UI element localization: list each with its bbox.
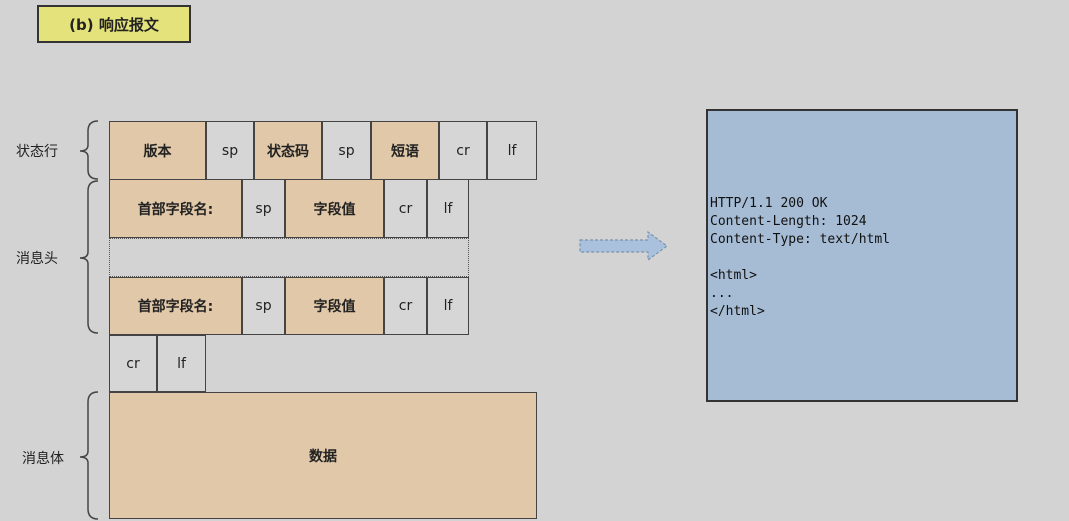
phrase-cell: 短语 — [371, 121, 439, 180]
headers-bracket — [79, 180, 99, 334]
header-name-cell: 首部字段名: — [109, 179, 242, 238]
lf-cell: lf — [427, 277, 469, 335]
example-line: Content-Type: text/html — [710, 232, 891, 247]
headers-label: 消息头 — [16, 251, 58, 267]
response-example-box: HTTP/1.1 200 OK Content-Length: 1024 Con… — [706, 109, 1018, 402]
right-arrow-icon — [579, 230, 669, 262]
sp-cell: sp — [242, 277, 285, 335]
body-bracket — [79, 391, 99, 520]
header-value-cell: 字段值 — [285, 179, 384, 238]
diagram-title: (b) 响应报文 — [37, 5, 191, 43]
sp-cell: sp — [322, 121, 371, 180]
cr-cell: cr — [109, 335, 157, 392]
body-data-cell: 数据 — [109, 392, 537, 519]
example-line: <html> — [710, 268, 757, 283]
ellipsis-header-rows — [109, 238, 469, 277]
example-line: </html> — [710, 304, 765, 319]
sp-cell: sp — [206, 121, 254, 180]
body-label: 消息体 — [22, 451, 64, 467]
status-line-bracket — [79, 120, 99, 180]
cr-cell: cr — [439, 121, 487, 180]
example-line: Content-Length: 1024 — [710, 214, 867, 229]
version-cell: 版本 — [109, 121, 206, 180]
header-value-cell: 字段值 — [285, 277, 384, 335]
response-example-text: HTTP/1.1 200 OK Content-Length: 1024 Con… — [710, 195, 890, 321]
status-line-label: 状态行 — [16, 144, 58, 160]
example-line: HTTP/1.1 200 OK — [710, 196, 828, 211]
sp-cell: sp — [242, 179, 285, 238]
status-code-cell: 状态码 — [254, 121, 322, 180]
cr-cell: cr — [384, 277, 427, 335]
header-name-cell: 首部字段名: — [109, 277, 242, 335]
cr-cell: cr — [384, 179, 427, 238]
lf-cell: lf — [487, 121, 537, 180]
lf-cell: lf — [427, 179, 469, 238]
example-line: ... — [710, 286, 734, 301]
lf-cell: lf — [157, 335, 206, 392]
